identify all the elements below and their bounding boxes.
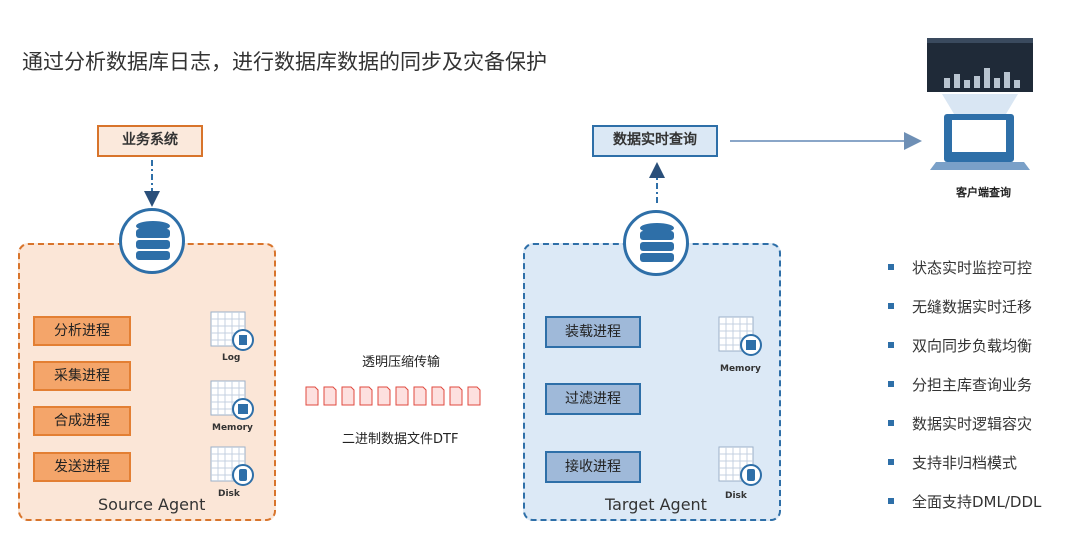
bullet-icon [888, 419, 894, 426]
realtime-query-box: 数据实时查询 [592, 125, 718, 157]
target-agent-label: Target Agent [605, 495, 707, 514]
target-process-filter: 过滤进程 [545, 383, 641, 415]
bullet-icon [888, 341, 894, 348]
client-query-label: 客户端查询 [956, 186, 1011, 199]
target-disk-label: Disk [725, 491, 747, 501]
bullet-icon [888, 380, 894, 387]
target-process-receive: 接收进程 [545, 451, 641, 483]
transfer-top-label: 透明压缩传输 [362, 355, 441, 370]
memory-storage-icon [210, 380, 254, 424]
source-agent-label: Source Agent [98, 495, 206, 514]
source-disk-label: Disk [218, 489, 240, 499]
feature-item: 数据实时逻辑容灾 [888, 413, 1032, 434]
bullet-icon [888, 458, 894, 465]
source-process-collect: 采集进程 [33, 361, 131, 391]
log-storage-icon [210, 311, 254, 355]
target-disk-storage-icon [718, 446, 762, 490]
source-process-send: 发送进程 [33, 452, 131, 482]
feature-item: 分担主库查询业务 [888, 374, 1032, 395]
source-process-analyze: 分析进程 [33, 316, 131, 346]
source-process-merge: 合成进程 [33, 406, 131, 436]
feature-item: 无缝数据实时迁移 [888, 296, 1032, 317]
client-terminal-icon [927, 38, 1033, 170]
bullet-icon [888, 497, 894, 504]
source-database-icon [119, 208, 185, 274]
target-process-load: 装载进程 [545, 316, 641, 348]
log-label: Log [222, 353, 241, 363]
bullet-icon [888, 263, 894, 270]
transfer-bottom-label: 二进制数据文件DTF [342, 432, 459, 447]
feature-item: 全面支持DML/DDL [888, 491, 1041, 512]
business-system-box: 业务系统 [97, 125, 203, 157]
feature-item: 支持非归档模式 [888, 452, 1017, 473]
bullet-icon [888, 302, 894, 309]
feature-item: 双向同步负载均衡 [888, 335, 1032, 356]
target-memory-storage-icon [718, 316, 762, 360]
target-database-icon [623, 210, 689, 276]
source-memory-label: Memory [212, 423, 253, 433]
target-memory-label: Memory [720, 364, 761, 374]
feature-item: 状态实时监控可控 [888, 257, 1032, 278]
disk-storage-icon [210, 446, 254, 490]
dtf-file-stream-icon [305, 386, 481, 406]
page-title: 通过分析数据库日志，进行数据库数据的同步及灾备保护 [22, 50, 547, 74]
